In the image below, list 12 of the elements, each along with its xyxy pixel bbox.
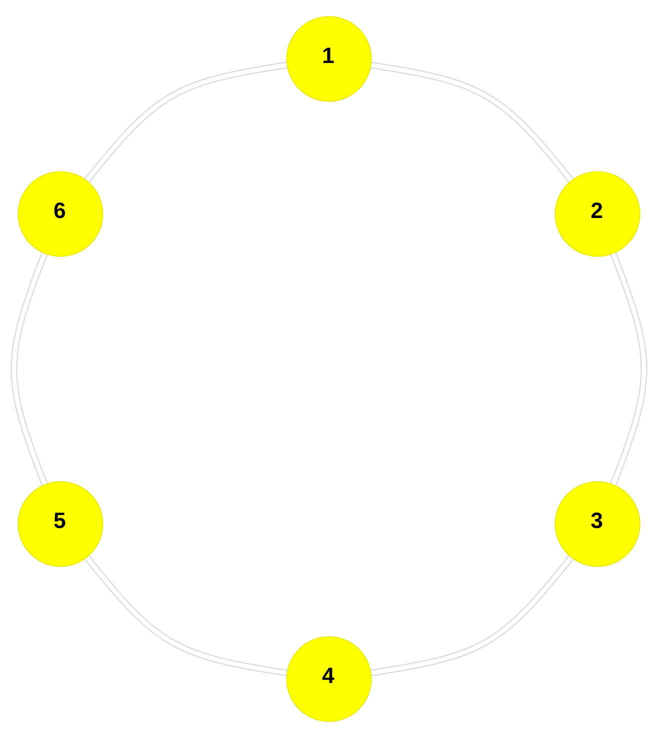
node-circle: 3	[554, 480, 640, 566]
node-circle: 6	[18, 170, 104, 256]
connector	[84, 555, 288, 676]
node-circle: 5	[18, 480, 104, 566]
connector	[370, 61, 574, 182]
connector	[10, 252, 48, 486]
node-circle: 2	[554, 170, 640, 256]
connector	[370, 555, 574, 676]
connector	[84, 61, 288, 182]
connector	[610, 252, 648, 485]
node-circle: 4	[286, 636, 372, 722]
node-circle: 1	[286, 16, 372, 102]
